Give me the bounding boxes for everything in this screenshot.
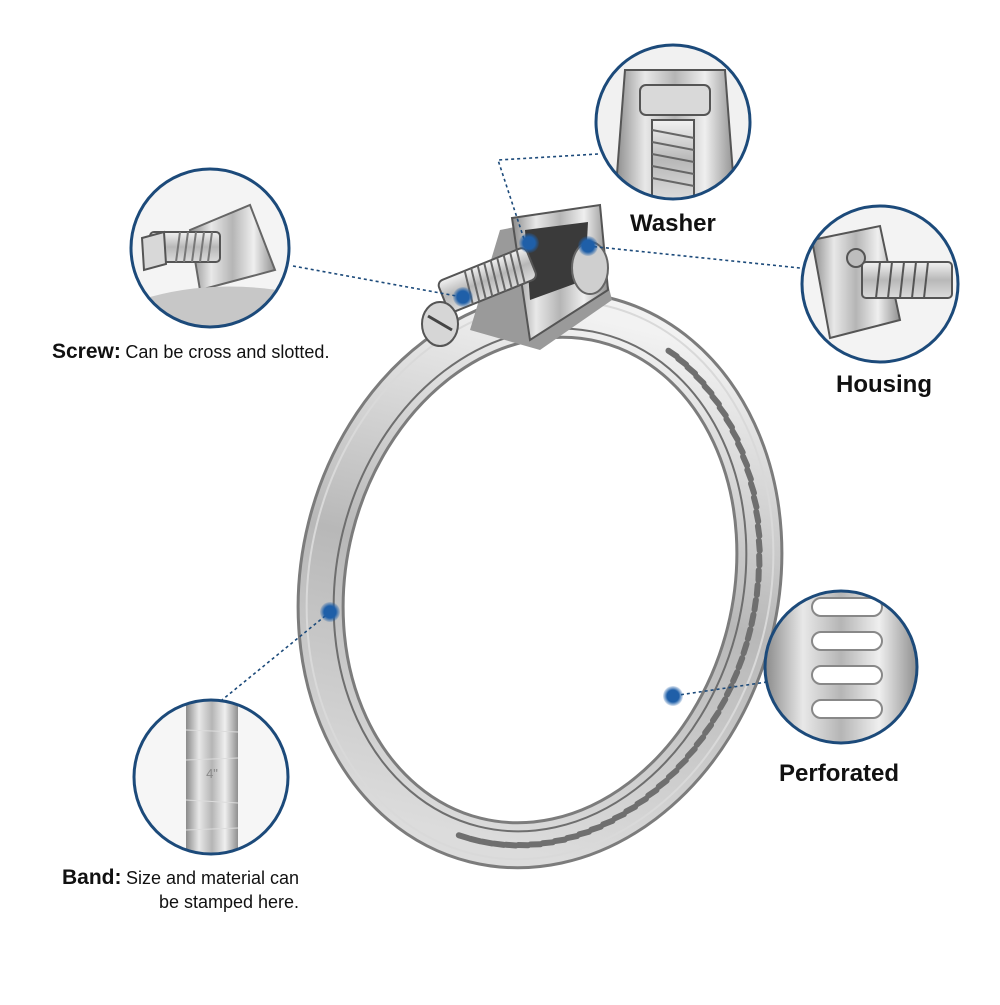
perforation-slot <box>730 669 741 685</box>
housing-zoom-circle <box>800 204 960 364</box>
perforation-slot <box>753 582 761 598</box>
washer-marker-dot <box>519 233 539 253</box>
marker-dots <box>320 233 683 706</box>
perforation-slot <box>751 596 759 613</box>
screw-label-term: Screw: <box>52 340 121 363</box>
screw-zoom-circle <box>129 167 291 329</box>
perforation-slot <box>747 480 757 497</box>
perforation-slot <box>503 841 520 849</box>
perforation-slot <box>755 567 762 584</box>
band-stamp-text: 4" <box>206 766 218 781</box>
perforation-slot <box>479 838 495 847</box>
perforated-label: Perforated <box>779 760 900 787</box>
perforation-slot <box>750 494 760 511</box>
band-label-description-line2: be stamped here. <box>158 892 300 912</box>
screw-thread <box>496 257 507 292</box>
perforation-slot <box>645 787 660 799</box>
screw-label-description: Can be cross and slotted. <box>125 342 330 362</box>
perforation-slot <box>729 428 741 443</box>
housing-label: Housing <box>836 371 932 398</box>
band-zoom-circle: 4" <box>132 698 290 856</box>
perforation-slot <box>600 817 616 828</box>
perforation-slot <box>735 655 746 671</box>
perforation-slot <box>735 440 746 456</box>
perforation-slot <box>723 682 735 698</box>
perforation-slot <box>693 373 707 387</box>
perforation-slot <box>740 640 750 657</box>
perforation-slot <box>754 523 763 539</box>
washer-label: Washer <box>630 210 716 237</box>
perforation-slot <box>527 841 544 848</box>
perforation-slot <box>675 355 690 368</box>
housing-marker-dot <box>578 236 598 256</box>
screw-thread <box>470 267 481 302</box>
band-label-term: Band: <box>62 866 122 889</box>
perforation-slot <box>551 836 568 845</box>
band-label-description-line1: Size and material can <box>125 868 300 888</box>
screw-thread <box>476 265 487 300</box>
perforation-slot <box>740 453 751 469</box>
perforation-slot <box>756 552 763 569</box>
perforation-slot <box>684 364 699 377</box>
perforation-slot <box>655 777 670 790</box>
perforation-slot <box>717 696 729 711</box>
perforation-slot <box>675 757 689 770</box>
perforation-slot <box>701 383 715 397</box>
clamp-band <box>296 290 784 870</box>
perforation-slot <box>716 404 729 419</box>
perforation-slot <box>744 626 754 642</box>
screw-thread <box>483 262 494 297</box>
band-label: Band: Size and material can be stamped h… <box>62 866 299 913</box>
screw-thread <box>502 254 513 289</box>
screw-thread <box>509 252 520 287</box>
perforation-slots <box>455 347 763 849</box>
perforation-slot <box>755 537 763 554</box>
perforation-slot <box>748 611 757 628</box>
perforation-slot <box>684 745 698 760</box>
perforation-slot <box>709 393 722 408</box>
perforation-slot <box>455 832 472 842</box>
perforation-slot <box>744 466 754 483</box>
perforation-slot <box>564 833 580 842</box>
perforated-marker-dot <box>663 686 683 706</box>
perforation-slot <box>709 709 722 724</box>
screw-thread <box>489 260 500 294</box>
connector-lines <box>221 153 801 701</box>
washer-zoom-circle <box>594 43 752 201</box>
perforation-slot <box>634 795 649 807</box>
screw-thread <box>515 249 526 284</box>
screw-label: Screw: Can be cross and slotted. <box>52 340 329 364</box>
perforation-slot <box>539 839 556 847</box>
perforation-slot <box>702 721 715 736</box>
perforation-slot <box>723 416 735 431</box>
perforation-slot <box>588 823 604 833</box>
perforation-slot <box>623 803 639 815</box>
perforation-slot <box>611 811 627 822</box>
perforated-zoom-circle <box>763 589 919 745</box>
perforation-slot <box>490 840 507 848</box>
perforation-slot <box>753 508 762 525</box>
perforation-slot <box>515 842 532 849</box>
perforation-slot <box>576 828 592 838</box>
screw-marker-dot <box>453 287 473 307</box>
band-marker-dot <box>320 602 340 622</box>
perforation-slot <box>665 767 680 781</box>
perforation-slot <box>693 734 707 748</box>
